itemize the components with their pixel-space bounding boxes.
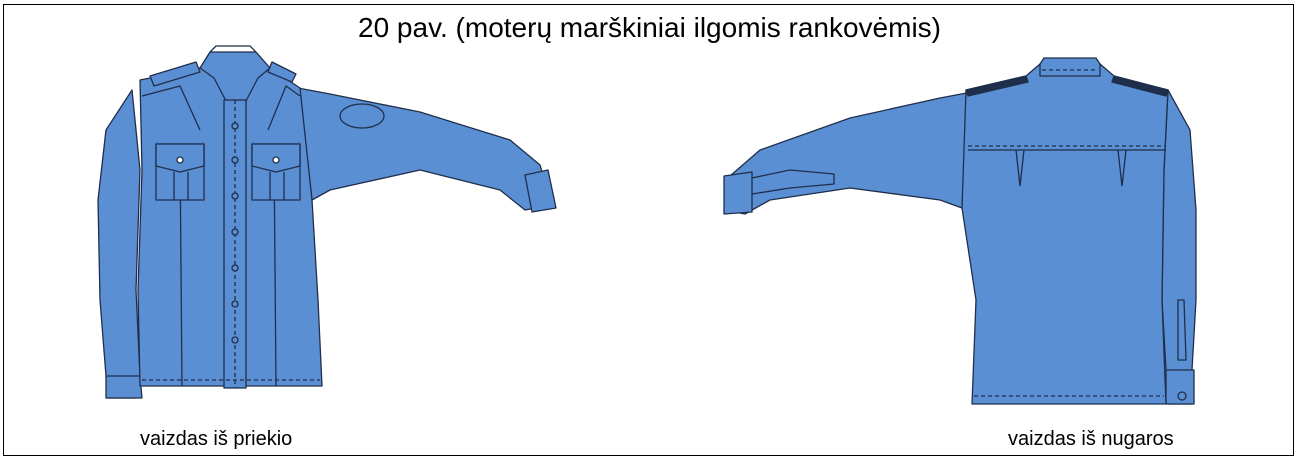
front-buttons	[231, 122, 239, 344]
figure-frame	[3, 4, 1294, 456]
caption-back-view: vaizdas iš nugaros	[1008, 428, 1174, 450]
back-shoulder-right	[1111, 75, 1169, 97]
sleeve-badge-outline	[339, 103, 385, 129]
caption-front-view: vaizdas iš priekio	[140, 428, 293, 450]
front-right-epaulette	[267, 61, 297, 83]
front-left-cuff	[105, 375, 143, 399]
back-view-shirt	[723, 57, 1197, 405]
back-left-sleeve	[723, 91, 973, 215]
figure-title: 20 pav. (moterų marškiniai ilgomis ranko…	[358, 12, 941, 43]
front-left-sleeve	[97, 89, 141, 399]
front-right-cuff	[524, 169, 557, 213]
back-shoulder-left	[965, 75, 1029, 97]
front-left-epaulette	[149, 61, 201, 87]
back-left-cuff	[723, 171, 753, 215]
front-collar-band	[209, 45, 257, 53]
back-collar	[1039, 57, 1101, 77]
back-body	[961, 63, 1169, 405]
back-right-sleeve	[1161, 89, 1197, 405]
front-collar	[199, 51, 271, 121]
front-right-sleeve	[297, 87, 553, 211]
front-view-shirt	[97, 45, 557, 399]
